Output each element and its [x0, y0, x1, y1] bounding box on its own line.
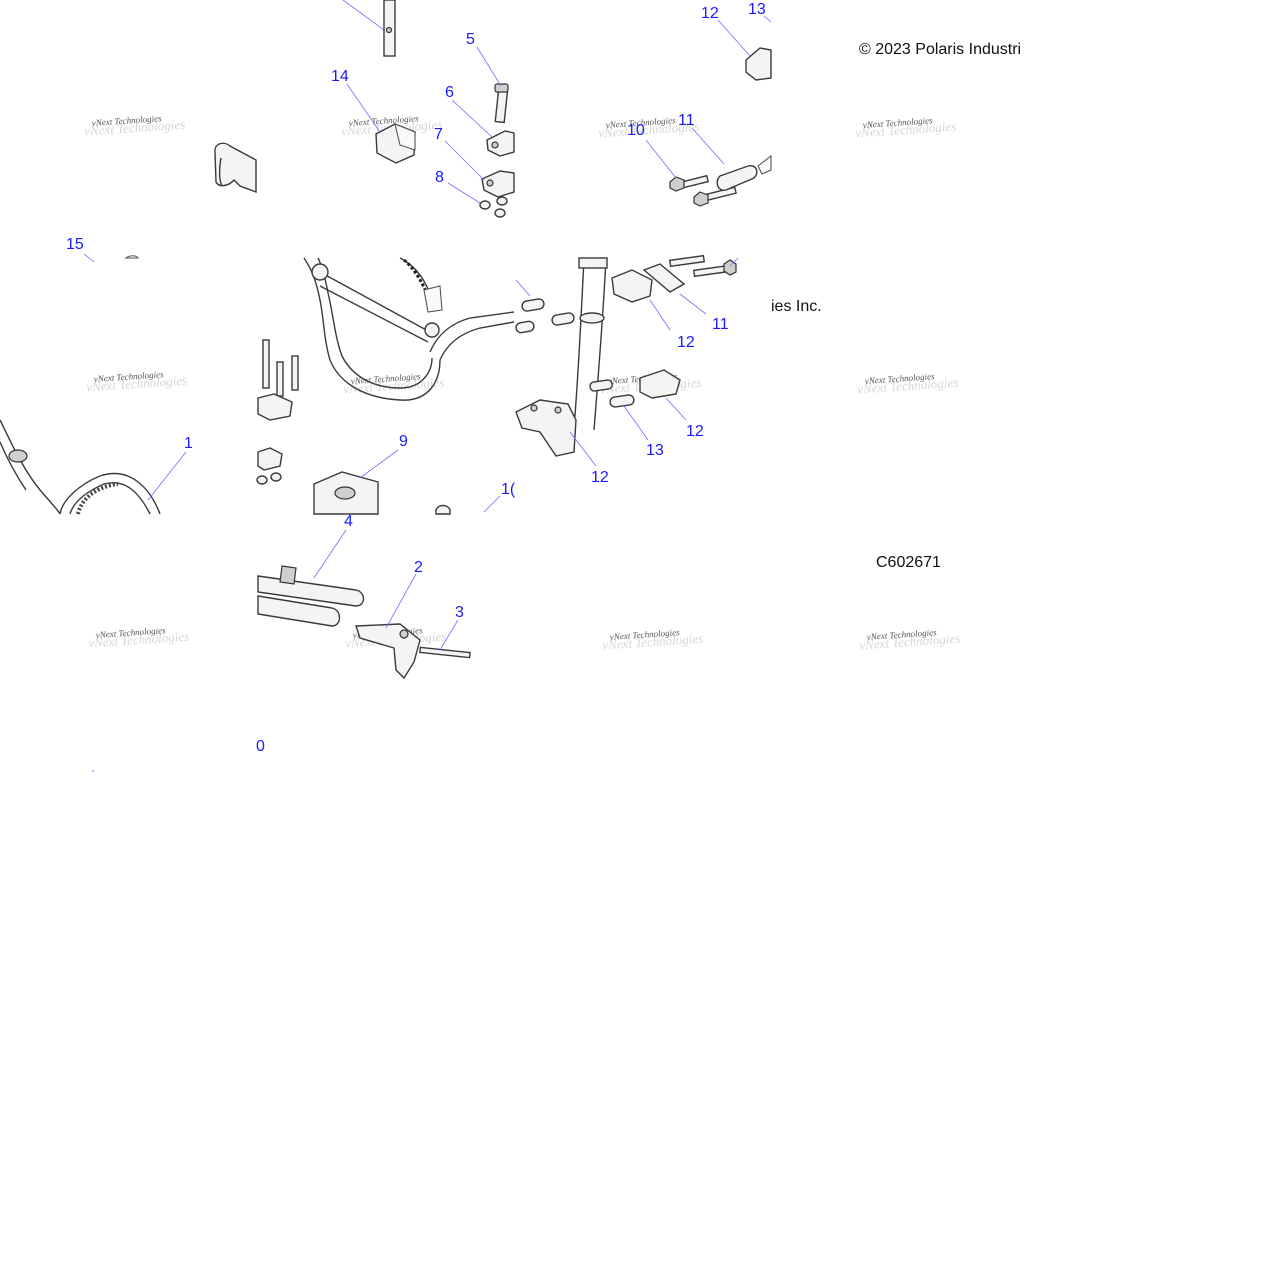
leader-lines — [83, 15, 772, 651]
svg-text:vNext Technologies: vNext Technologies — [84, 117, 186, 139]
spacer-part — [515, 298, 635, 408]
diagram-code: C602671 — [876, 554, 941, 571]
watermark: vNext Technologies vNext Technologies — [84, 113, 186, 139]
svg-text:vNext Technologies: vNext Technologies — [350, 371, 421, 386]
fitting-part — [435, 504, 451, 515]
callout-2: 2 — [414, 559, 423, 576]
watermark: vNext Technologies vNext Technologies — [855, 115, 957, 141]
callout-10-fragment: 1( — [501, 481, 516, 498]
callout-3: 3 — [455, 604, 464, 621]
callout-12: 12 — [701, 5, 719, 22]
svg-text:vNext Technologies: vNext Technologies — [605, 115, 676, 130]
callout-9: 9 — [399, 433, 408, 450]
watermark: vNext Technologies vNext Technologies — [598, 115, 700, 141]
svg-text:vNext Technologies: vNext Technologies — [859, 631, 961, 653]
grip-tube-part — [257, 595, 341, 627]
bolt-part — [693, 186, 737, 207]
handlebar-end-part — [214, 142, 257, 194]
watermark: vNext Technologies vNext Technologies — [859, 627, 961, 653]
steering-post-part — [342, 0, 396, 57]
frame-part — [303, 257, 515, 401]
nut-part — [479, 196, 508, 218]
callout-1: 1 — [184, 435, 193, 452]
svg-text:vNext Technologies: vNext Technologies — [862, 115, 933, 130]
pivot-part — [745, 47, 772, 81]
watermark: vNext Technologies vNext Technologies — [857, 371, 959, 397]
bolt-part — [669, 174, 710, 192]
handlebar-tube-part — [0, 419, 161, 515]
callout-12: 12 — [677, 334, 695, 351]
svg-text:vNext Technologies: vNext Technologies — [95, 625, 166, 640]
steering-column-part — [515, 257, 608, 457]
callout-4: 4 — [344, 513, 353, 530]
svg-text:vNext Technologies: vNext Technologies — [855, 119, 957, 141]
callout-12: 12 — [591, 469, 609, 486]
watermark: vNext Technologies vNext Technologies — [343, 371, 445, 397]
svg-text:vNext Technologies: vNext Technologies — [343, 375, 445, 397]
watermark: vNext Technologies vNext Technologies — [86, 369, 188, 395]
pin-part — [419, 646, 471, 659]
latch-part — [355, 623, 421, 680]
svg-text:vNext Technologies: vNext Technologies — [91, 113, 162, 128]
copyright-text: © 2023 Polaris Industri — [859, 41, 1021, 58]
bolt-part — [262, 339, 299, 397]
callout-7: 7 — [434, 126, 443, 143]
clamp-part — [257, 393, 293, 471]
watermark: vNext Technologies vNext Technologies — [602, 627, 704, 653]
grip-tube-part — [257, 565, 365, 607]
svg-text:vNext Technologies: vNext Technologies — [598, 119, 700, 141]
bracket-part — [375, 123, 416, 164]
nut-part — [256, 472, 282, 485]
svg-text:vNext Technologies: vNext Technologies — [86, 373, 188, 395]
svg-text:vNext Technologies: vNext Technologies — [88, 629, 190, 651]
callout-14: 14 — [331, 68, 349, 85]
svg-text:vNext Technologies: vNext Technologies — [866, 627, 937, 642]
copyright-text-fragment: ies Inc. — [771, 298, 822, 315]
callout-10-fragment: 0 — [256, 738, 265, 755]
bolt-part — [494, 83, 509, 124]
bolt-part — [668, 254, 737, 278]
callout-10: 10 — [627, 122, 645, 139]
clamp-lower-part — [481, 170, 515, 198]
svg-text:vNext Technologies: vNext Technologies — [602, 631, 704, 653]
callout-8: 8 — [435, 169, 444, 186]
svg-text:vNext Technologies: vNext Technologies — [93, 369, 164, 384]
callout-15: 15 — [66, 236, 84, 253]
svg-text:vNext Technologies: vNext Technologies — [609, 627, 680, 642]
clamp-part — [611, 263, 686, 399]
callout-6: 6 — [445, 84, 454, 101]
stray-mark — [91, 769, 95, 773]
clamp-upper-part — [486, 130, 515, 157]
svg-text:vNext Technologies: vNext Technologies — [857, 375, 959, 397]
mount-plate-part — [313, 471, 379, 515]
callout-13: 13 — [748, 1, 766, 18]
callout-11: 11 — [712, 316, 729, 333]
watermark-group: vNext Technologies vNext Technologies vN… — [84, 113, 961, 653]
callout-5: 5 — [466, 31, 475, 48]
plate-part — [716, 154, 772, 191]
callout-labels: 5 6 7 8 14 12 13 10 11 15 1 9 1( 11 12 1… — [66, 1, 766, 755]
watermark: vNext Technologies vNext Technologies — [88, 625, 190, 651]
callout-13: 13 — [646, 442, 664, 459]
callout-11: 11 — [678, 112, 695, 129]
cap-part — [124, 255, 140, 259]
svg-text:vNext Technologies: vNext Technologies — [348, 113, 419, 128]
svg-text:vNext Technologies: vNext Technologies — [864, 371, 935, 386]
callout-12: 12 — [686, 423, 704, 440]
